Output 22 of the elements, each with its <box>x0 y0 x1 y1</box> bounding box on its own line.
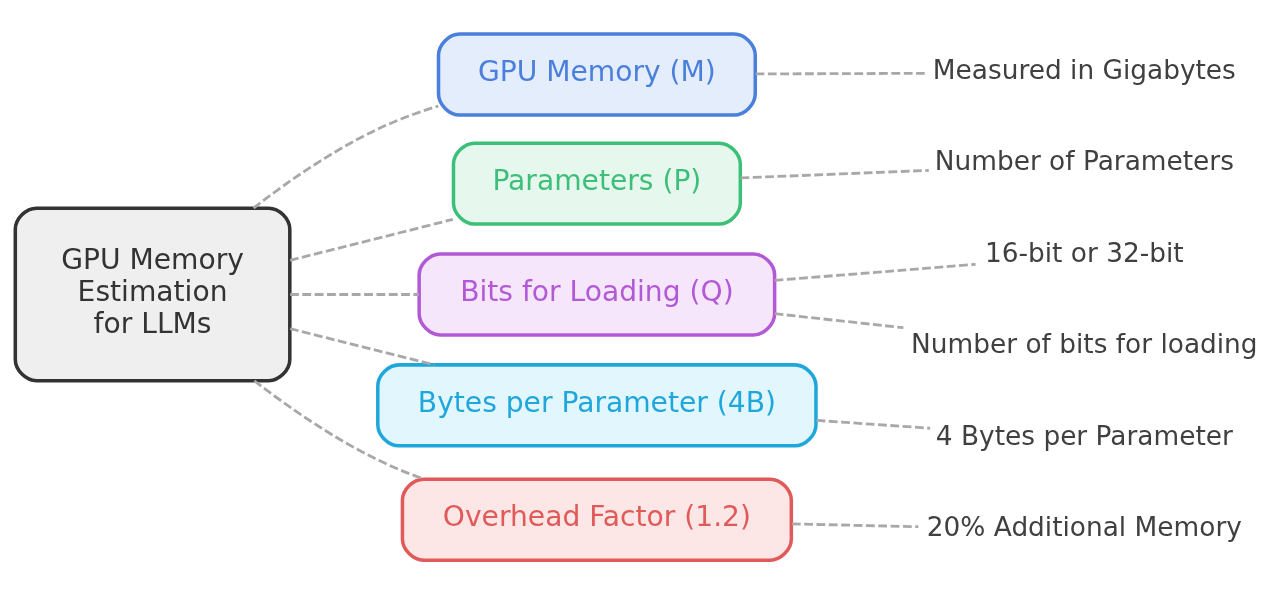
connector <box>816 419 931 430</box>
node-box: Bits for Loading (Q) <box>417 252 777 337</box>
node-text: 16-bit or 32-bit <box>984 237 1184 268</box>
connector <box>774 312 904 330</box>
connector <box>755 71 926 76</box>
connector <box>774 262 976 282</box>
node-text: Number of bits for loading <box>911 329 1258 360</box>
connector <box>791 522 919 529</box>
node-text: 4 Bytes per Parameter <box>935 420 1233 451</box>
connector <box>289 218 454 262</box>
connector <box>289 327 435 367</box>
node-text: 20% Additional Memory <box>926 512 1242 543</box>
node-box: GPU Memory Estimation for LLMs <box>13 206 292 383</box>
node-text: Measured in Gigabytes <box>932 54 1236 85</box>
connector <box>290 293 420 296</box>
node-box: Bytes per Parameter (4B) <box>376 363 818 448</box>
node-box: GPU Memory (M) <box>436 32 757 117</box>
connector <box>740 169 929 180</box>
node-box: Parameters (P) <box>451 141 743 226</box>
node-box: Overhead Factor (1.2) <box>400 477 794 562</box>
connector <box>252 104 439 210</box>
node-text: Number of Parameters <box>934 146 1234 177</box>
